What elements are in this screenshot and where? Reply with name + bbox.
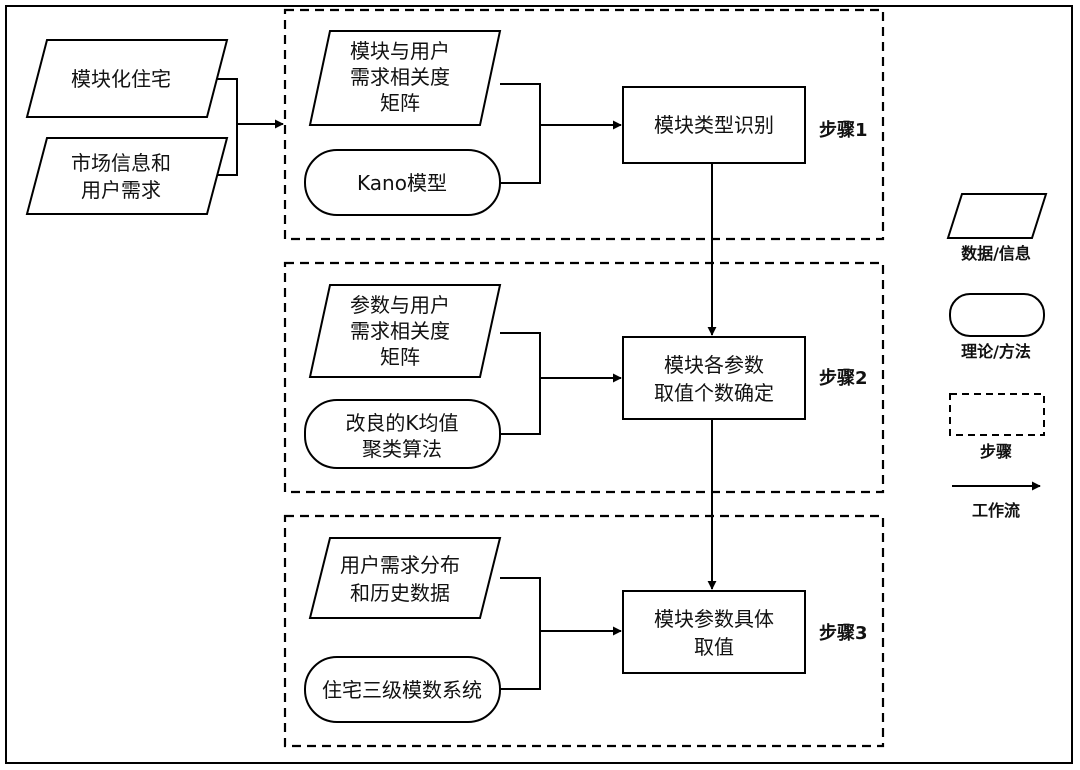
step3-process-line-2: 取值: [694, 635, 734, 659]
step1-process-label: 模块类型识别: [654, 113, 774, 137]
legend-data-icon: [946, 193, 1048, 239]
legend-method-label: 理论/方法: [961, 342, 1031, 361]
step3-label: 步骤3: [819, 622, 868, 644]
market-info-label-1: 市场信息和: [71, 151, 171, 175]
step1-data-line-3: 矩阵: [380, 91, 420, 115]
modular-housing-label: 模块化住宅: [71, 67, 171, 91]
step1-data-line-1: 模块与用户: [350, 39, 450, 63]
step2-data-line-3: 矩阵: [380, 345, 420, 369]
step3-process-line-1: 模块参数具体: [654, 607, 774, 631]
legend-step-label: 步骤: [980, 442, 1012, 461]
step2-method-line-2: 聚类算法: [362, 437, 442, 461]
step2-process-line-2: 取值个数确定: [654, 381, 774, 405]
step1-method-label: Kano模型: [357, 171, 447, 195]
legend-step-icon: [949, 393, 1045, 436]
step3-data-parallelogram: [308, 537, 502, 619]
market-info-label-2: 用户需求: [81, 178, 161, 202]
step2-container: [283, 261, 885, 494]
step2-process-box: [622, 336, 806, 420]
step2-data-line-1: 参数与用户: [350, 293, 450, 317]
step3-container: [283, 514, 885, 748]
step1-data-line-2: 需求相关度: [350, 65, 450, 89]
step2-data-line-2: 需求相关度: [350, 319, 450, 343]
step3-data-line-2: 和历史数据: [350, 581, 450, 605]
legend-data-label: 数据/信息: [961, 244, 1031, 263]
step3-merge-line: [500, 577, 541, 690]
outer-frame: [5, 5, 1073, 764]
market-info-parallelogram: [25, 137, 229, 215]
legend-flow-label: 工作流: [972, 501, 1020, 520]
modular-housing-parallelogram: [25, 39, 229, 118]
legend-method-icon: [949, 293, 1045, 337]
step2-method-line-1: 改良的K均值: [345, 411, 458, 435]
step2-data-parallelogram: [308, 284, 502, 378]
step1-data-parallelogram: [308, 30, 502, 126]
step1-merge-line: [500, 83, 541, 184]
step3-method-label: 住宅三级模数系统: [322, 678, 482, 702]
step1-label: 步骤1: [819, 119, 868, 141]
step1-container: [283, 8, 885, 241]
step3-data-line-1: 用户需求分布: [340, 553, 460, 577]
step2-merge-line: [500, 332, 541, 435]
step3-process-box: [622, 590, 806, 674]
step2-process-line-1: 模块各参数: [664, 353, 764, 377]
step2-label: 步骤2: [819, 367, 868, 389]
step1-process-box: [622, 86, 806, 164]
inputs-merge-line: [217, 78, 238, 176]
